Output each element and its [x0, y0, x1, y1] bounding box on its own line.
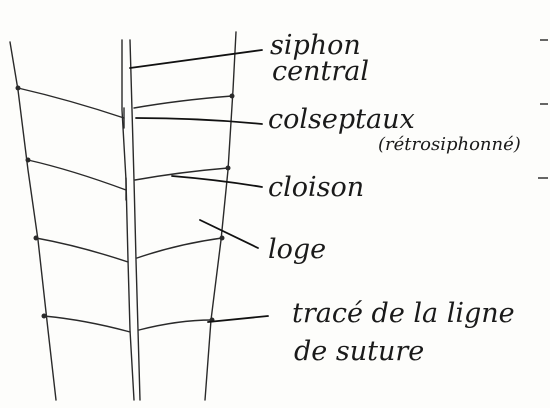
septum-4-left: [43, 315, 131, 333]
leader-colseptaux: [135, 117, 263, 125]
septum-3-right: [136, 237, 223, 259]
label-suture: de suture: [294, 336, 425, 367]
label-central: central: [272, 56, 369, 87]
shell-right-wall: [204, 31, 237, 401]
label-retrosiphonne: (rétrosiphonné): [378, 134, 521, 155]
septum-2-left: [27, 159, 127, 191]
leader-siphon: [129, 49, 263, 69]
septum-3-left: [35, 237, 129, 263]
septum-2-right: [134, 167, 229, 181]
septum-4-right: [138, 319, 213, 331]
siphon-left-wall: [121, 39, 135, 401]
suture-dot: [219, 235, 225, 241]
suture-dot: [229, 93, 235, 99]
leader-trace: [207, 315, 269, 323]
septum-1-right: [133, 95, 233, 109]
leader-cloison: [171, 175, 263, 188]
septum-1-left: [17, 87, 125, 119]
label-trace: tracé de la ligne: [292, 298, 515, 329]
label-cloison: cloison: [268, 172, 365, 203]
leader-loge: [199, 219, 259, 249]
suture-dot: [25, 157, 31, 163]
label-siphon: siphon: [270, 30, 361, 61]
shell-left-wall: [9, 41, 57, 401]
label-loge: loge: [268, 234, 327, 265]
siphon-right-wall: [129, 39, 141, 401]
suture-dot: [15, 85, 21, 91]
suture-dot: [33, 235, 39, 241]
suture-dot: [225, 165, 231, 171]
suture-dot: [41, 313, 47, 319]
label-colseptaux: colseptaux: [268, 104, 415, 135]
